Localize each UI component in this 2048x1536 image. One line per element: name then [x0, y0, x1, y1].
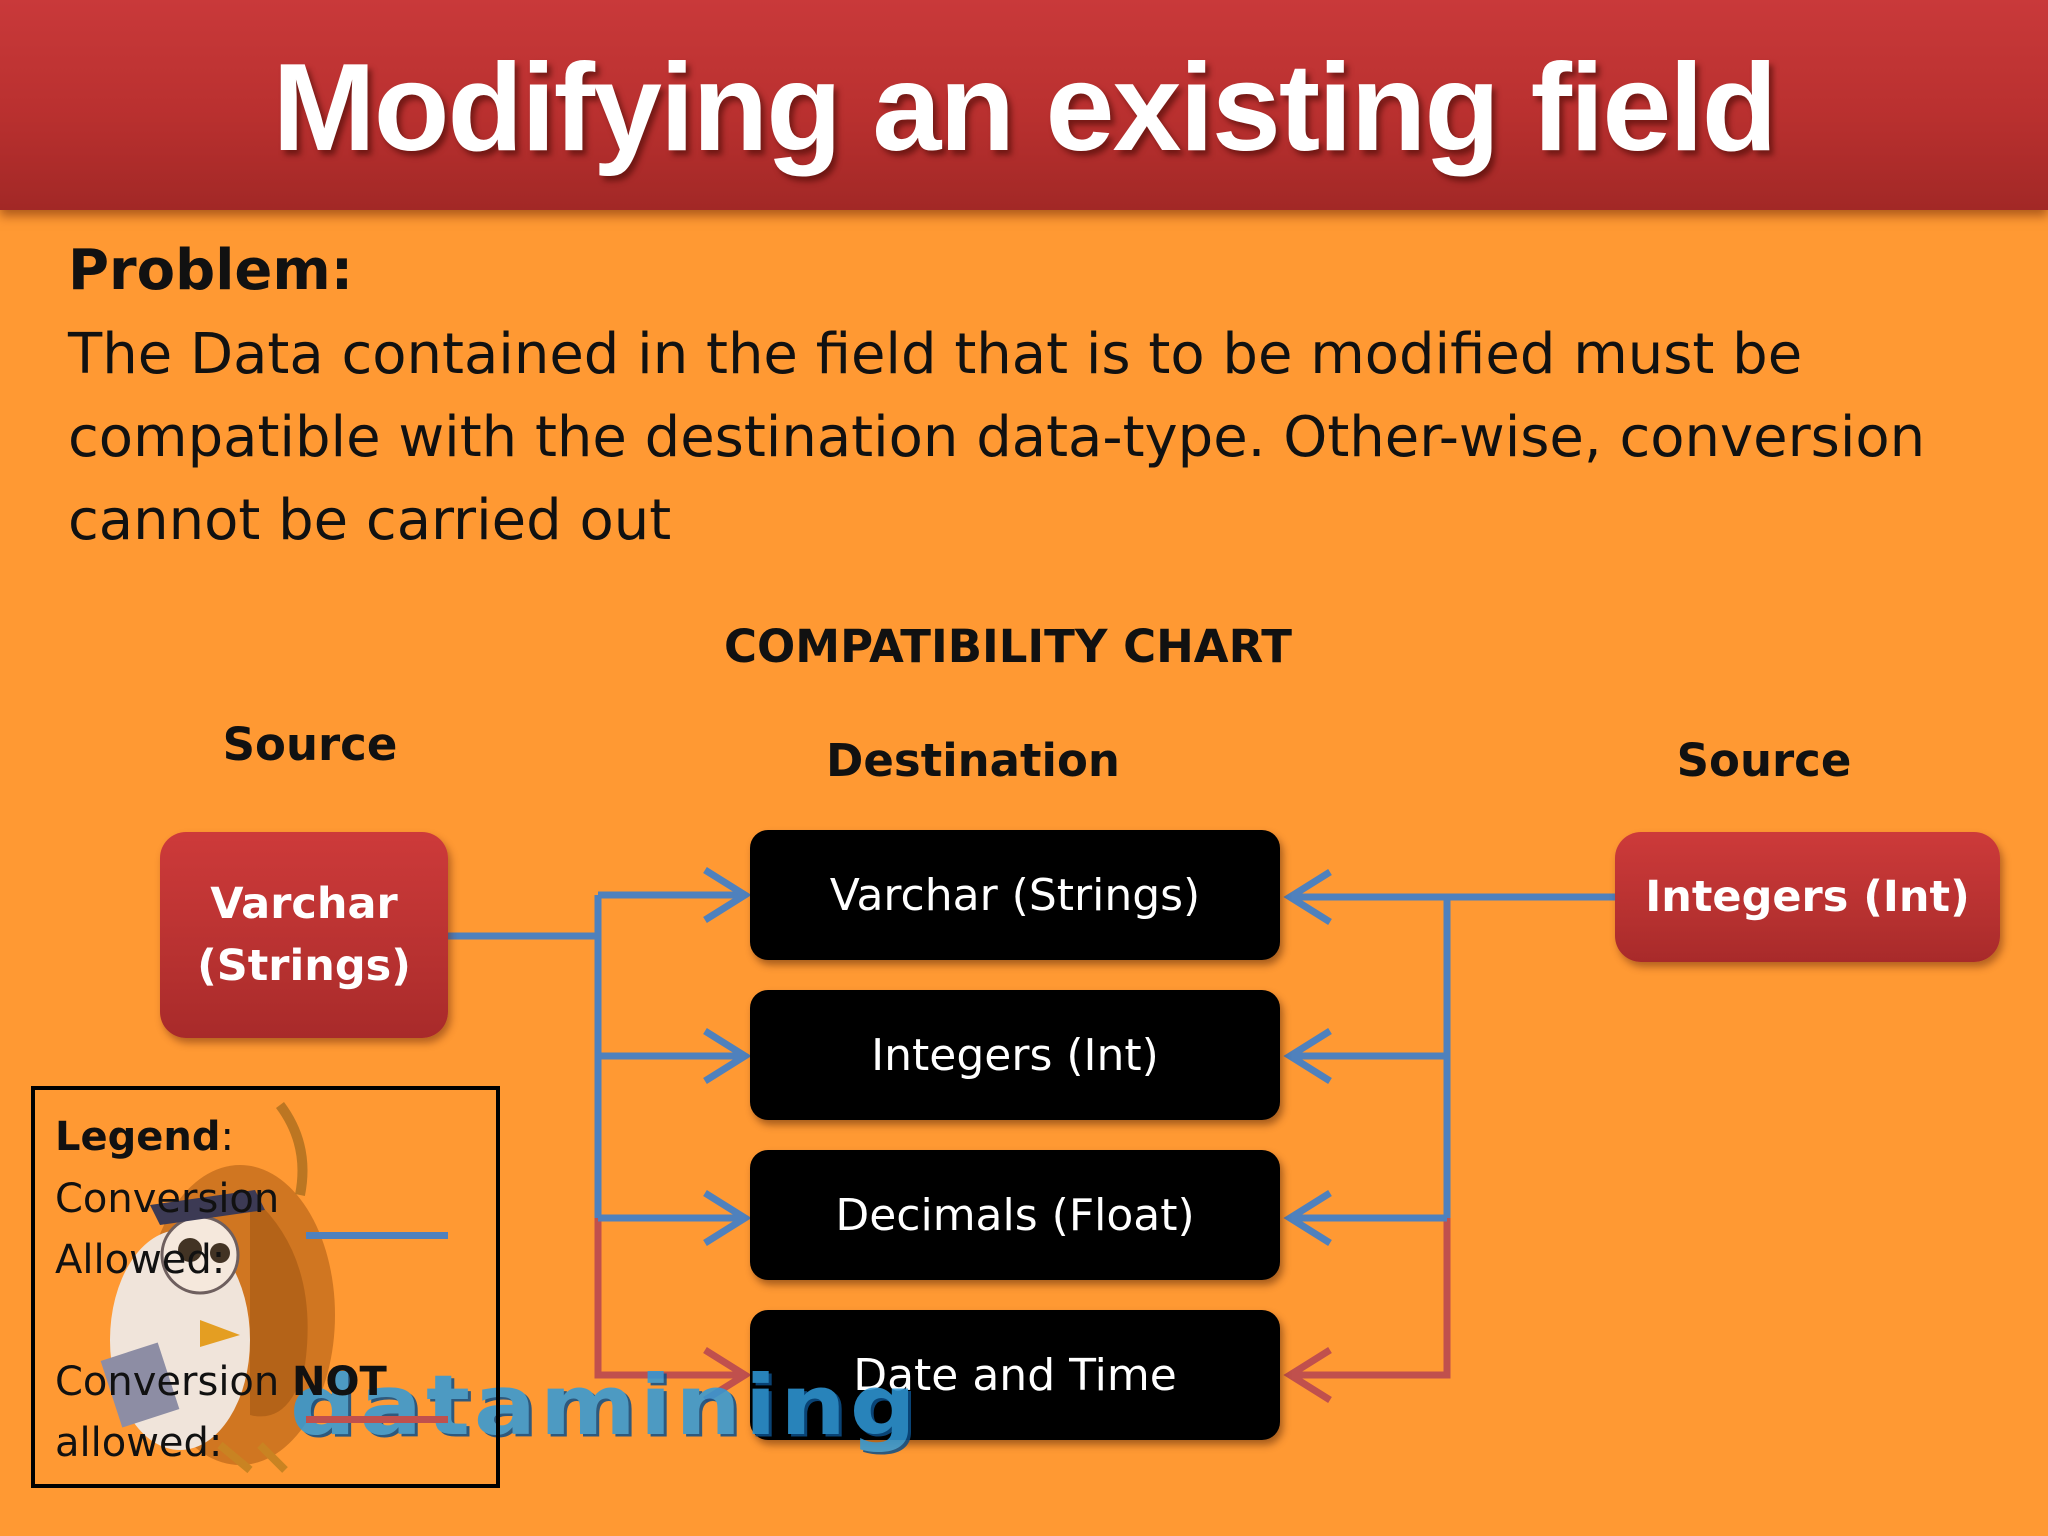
problem-heading: Problem:	[68, 238, 354, 303]
legend-not-allowed-bold: NOT	[291, 1359, 387, 1405]
right-to-datetime-line	[1290, 1218, 1451, 1379]
legend-not-allowed-swatch	[306, 1416, 448, 1423]
left-to-int-head	[703, 1028, 752, 1084]
legend-not-allowed-line2: allowed:	[55, 1420, 223, 1466]
legend-heading-suffix: :	[220, 1114, 234, 1160]
right-to-int-head	[1283, 1028, 1332, 1084]
destination-box-decimal: Decimals (Float)	[750, 1150, 1280, 1280]
left-to-datetime-line	[594, 1218, 745, 1379]
slide-title: Modifying an existing field	[272, 39, 1778, 177]
destination-box-datetime: Date and Time	[750, 1310, 1280, 1440]
left-source-box: Varchar (Strings)	[160, 832, 448, 1038]
destination-box-varchar: Varchar (Strings)	[750, 830, 1280, 960]
right-source-box: Integers (Int)	[1615, 832, 2000, 962]
destination-label-varchar: Varchar (Strings)	[829, 869, 1201, 921]
destination-label: Destination	[826, 734, 1120, 787]
right-to-datetime-head	[1283, 1347, 1332, 1403]
left-source-line1: Varchar	[210, 879, 398, 929]
legend-allowed-line1: Conversion	[55, 1176, 280, 1222]
right-source-text: Integers (Int)	[1645, 872, 1970, 922]
problem-text: The Data contained in the field that is …	[68, 322, 1926, 553]
left-to-decimal-head	[703, 1190, 752, 1246]
destination-box-int: Integers (Int)	[750, 990, 1280, 1120]
legend-heading: Legend:	[55, 1108, 234, 1166]
watermark-text: datamining	[290, 1357, 920, 1454]
legend-not-allowed-line1: Conversion NOT	[55, 1353, 387, 1411]
legend-heading-text: Legend	[55, 1114, 221, 1160]
destination-label-int: Integers (Int)	[871, 1029, 1159, 1081]
left-source-line2: (Strings)	[197, 941, 411, 991]
legend-allowed-swatch	[306, 1232, 448, 1239]
right-to-varchar-head	[1283, 869, 1332, 925]
legend-box: Legend: Conversion Allowed: Conversion N…	[31, 1086, 500, 1488]
left-to-varchar-head	[703, 867, 752, 923]
legend-not-allowed-prefix: Conversion	[55, 1359, 292, 1405]
destination-label-datetime: Date and Time	[853, 1349, 1177, 1401]
legend-allowed-line2: Allowed:	[55, 1237, 226, 1283]
chart-title: COMPATIBILITY CHART	[724, 620, 1292, 673]
title-bar	[0, 0, 2048, 210]
left-source-label: Source	[222, 718, 398, 771]
right-to-decimal-head	[1283, 1190, 1332, 1246]
right-source-label: Source	[1676, 734, 1852, 787]
owl-mascot-icon	[100, 1102, 335, 1474]
destination-label-decimal: Decimals (Float)	[835, 1189, 1195, 1241]
